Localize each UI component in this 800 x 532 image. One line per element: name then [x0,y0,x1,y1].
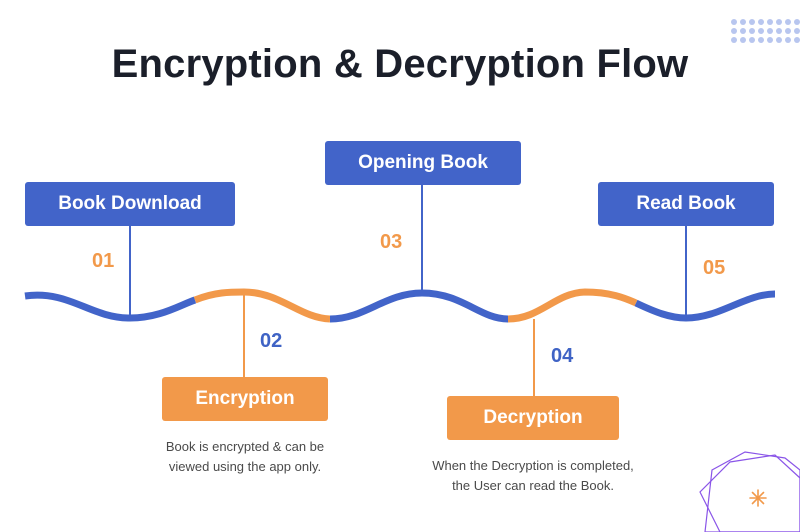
step-02-description-line-1: Book is encrypted & can be [165,439,325,454]
wave-segment-4 [507,288,638,323]
step-04-description-line-2: the User can read the Book. [452,478,614,493]
step-05-box: Read Book [598,182,774,226]
polygon-outline-icon [699,451,800,532]
wave-segment-2 [193,288,331,323]
step-02-description: Book is encrypted & can be viewed using … [140,437,350,477]
timeline-wave [24,288,776,323]
step-04-description-line-1: When the Decryption is completed, [432,458,634,473]
step-02-description-line-2: viewed using the app only. [168,459,322,474]
step-04-description: When the Decryption is completed, the Us… [408,456,658,496]
step-02-number: 02 [260,330,283,352]
wave-segment-3 [329,289,509,323]
wave-segment-5 [634,290,776,322]
step-03-box: Opening Book [325,141,521,185]
wave-segment-1 [24,291,197,322]
dot-grid-icon [731,19,800,43]
step-04-box: Decryption [447,396,619,440]
connectors [129,185,687,396]
page-title: Encryption & Decryption Flow [111,42,689,86]
step-03-number: 03 [380,231,403,253]
step-05-number: 05 [703,257,726,279]
step-01-box: Book Download [25,182,235,226]
step-01-number: 01 [92,250,115,272]
step-02-box: Encryption [162,377,328,421]
sparkle-icon [749,489,767,507]
step-04-number: 04 [551,345,574,367]
